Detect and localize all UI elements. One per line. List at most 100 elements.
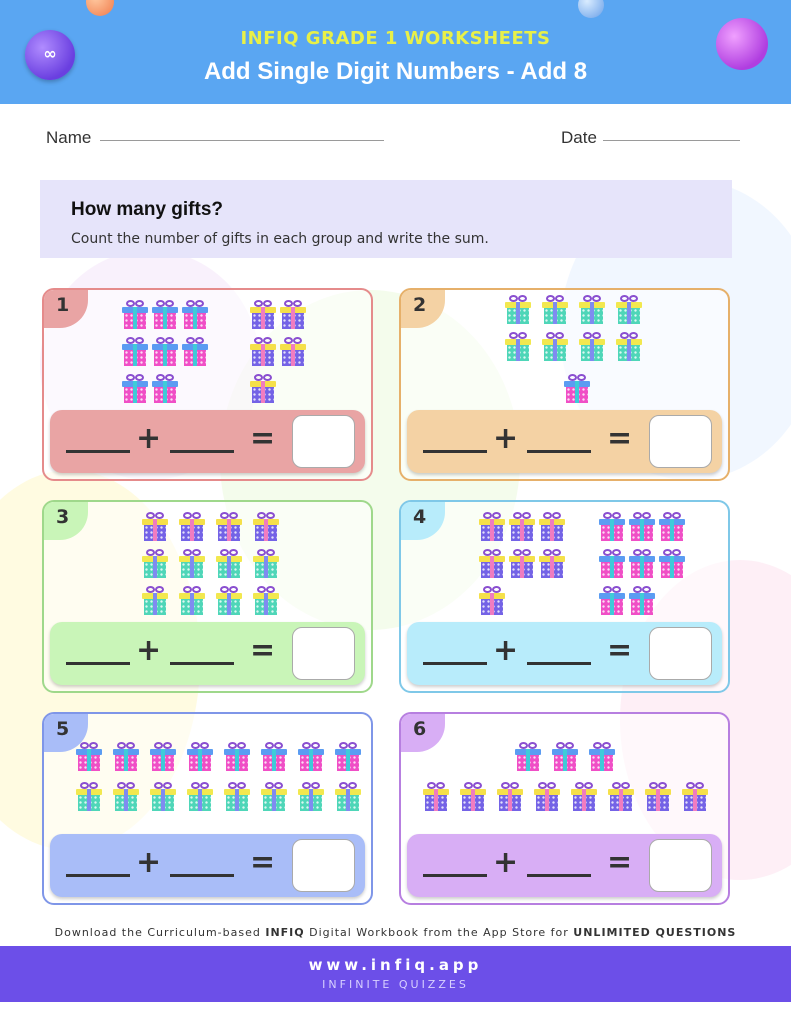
addend-1-blank[interactable]	[423, 450, 487, 453]
gift-icon	[534, 782, 560, 812]
sum-answer-box[interactable]	[292, 839, 355, 892]
gift-icon	[460, 782, 486, 812]
addend-1-blank[interactable]	[66, 450, 130, 453]
gift-icon	[298, 782, 324, 812]
gift-icon	[659, 512, 685, 542]
gift-icon	[152, 374, 178, 404]
addend-2-blank[interactable]	[527, 874, 591, 877]
plus-sign: +	[493, 845, 519, 880]
date-label: Date	[561, 128, 597, 147]
addend-2-blank[interactable]	[170, 662, 234, 665]
gift-icon	[599, 512, 625, 542]
gift-icon	[542, 332, 568, 362]
gift-icon	[76, 742, 102, 772]
infiq-logo: ∞	[25, 30, 75, 80]
header-banner: ∞ INFIQ GRADE 1 WORKSHEETS Add Single Di…	[0, 0, 791, 104]
gift-icon	[142, 549, 168, 579]
gift-icon	[122, 337, 148, 367]
gift-icon	[505, 295, 531, 325]
addend-1-blank[interactable]	[423, 874, 487, 877]
problem-card-3: 3+=	[42, 500, 373, 693]
gift-icon	[571, 782, 597, 812]
addend-1-blank[interactable]	[66, 662, 130, 665]
worksheet-title: Add Single Digit Numbers - Add 8	[203, 58, 588, 85]
gift-icon	[645, 782, 671, 812]
decor-ball-purple	[716, 18, 768, 70]
addend-2-blank[interactable]	[170, 874, 234, 877]
gift-icon	[539, 549, 565, 579]
addend-1-blank[interactable]	[66, 874, 130, 877]
tagline: INFINITE QUIZZES	[322, 978, 469, 991]
gift-icon	[253, 586, 279, 616]
gift-icon	[280, 337, 306, 367]
sum-answer-box[interactable]	[649, 839, 712, 892]
gift-icon	[599, 549, 625, 579]
problem-number: 2	[413, 294, 427, 316]
gift-icon	[122, 374, 148, 404]
problem-card-5: 5 + =	[42, 712, 373, 905]
gift-icon	[187, 782, 213, 812]
gift-icon	[142, 586, 168, 616]
gift-icon	[76, 782, 102, 812]
gift-icon	[216, 586, 242, 616]
gift-icon	[113, 742, 139, 772]
gift-icon	[479, 586, 505, 616]
gift-icon	[224, 742, 250, 772]
plus-sign: +	[493, 421, 519, 456]
gift-icon	[224, 782, 250, 812]
gift-icon	[152, 300, 178, 330]
plus-sign: +	[136, 845, 162, 880]
gift-icon	[579, 295, 605, 325]
problem-number: 1	[56, 294, 70, 316]
gift-icon	[113, 782, 139, 812]
gift-icon	[152, 337, 178, 367]
gift-icon	[187, 742, 213, 772]
sum-answer-box[interactable]	[649, 415, 712, 468]
problem-number-badge: 4	[401, 502, 445, 540]
sum-answer-box[interactable]	[292, 415, 355, 468]
instructions-text: Count the number of gifts in each group …	[71, 231, 489, 247]
gift-icon	[253, 512, 279, 542]
gift-icon	[250, 300, 276, 330]
footer-banner: www.infiq.app INFINITE QUIZZES	[0, 946, 791, 1002]
gift-icon	[142, 512, 168, 542]
problem-card-1: 1 +=	[42, 288, 373, 481]
problem-number-badge: 2	[401, 290, 445, 328]
plus-sign: +	[136, 633, 162, 668]
gift-icon	[179, 586, 205, 616]
addend-2-blank[interactable]	[170, 450, 234, 453]
problem-number: 5	[56, 718, 70, 740]
sum-answer-box[interactable]	[649, 627, 712, 680]
gift-icon	[179, 549, 205, 579]
equals-sign: =	[250, 845, 276, 880]
gift-icon	[608, 782, 634, 812]
gift-icon	[509, 549, 535, 579]
problem-number-badge: 1	[44, 290, 88, 328]
gift-icon	[216, 512, 242, 542]
addend-2-blank[interactable]	[527, 662, 591, 665]
website-url[interactable]: www.infiq.app	[308, 956, 483, 974]
gift-icon	[479, 512, 505, 542]
download-note: Download the Curriculum-based INFIQ Digi…	[54, 926, 737, 939]
gift-icon	[261, 742, 287, 772]
gift-icon	[280, 300, 306, 330]
name-line[interactable]	[100, 140, 384, 141]
answer-bar: +=	[50, 622, 365, 685]
gift-icon	[589, 742, 615, 772]
gift-icon	[564, 374, 590, 404]
gift-icon	[423, 782, 449, 812]
addend-1-blank[interactable]	[423, 662, 487, 665]
addend-2-blank[interactable]	[527, 450, 591, 453]
worksheet-series-title: INFIQ GRADE 1 WORKSHEETS	[240, 28, 551, 49]
gift-icon	[616, 295, 642, 325]
sum-answer-box[interactable]	[292, 627, 355, 680]
gift-icon	[552, 742, 578, 772]
answer-bar: +=	[50, 410, 365, 473]
equals-sign: =	[607, 633, 633, 668]
problem-card-4: 4+=	[399, 500, 730, 693]
gift-icon	[616, 332, 642, 362]
problem-number: 4	[413, 506, 427, 528]
gift-icon	[179, 512, 205, 542]
instructions-heading: How many gifts?	[71, 199, 224, 220]
date-line[interactable]	[603, 140, 740, 141]
